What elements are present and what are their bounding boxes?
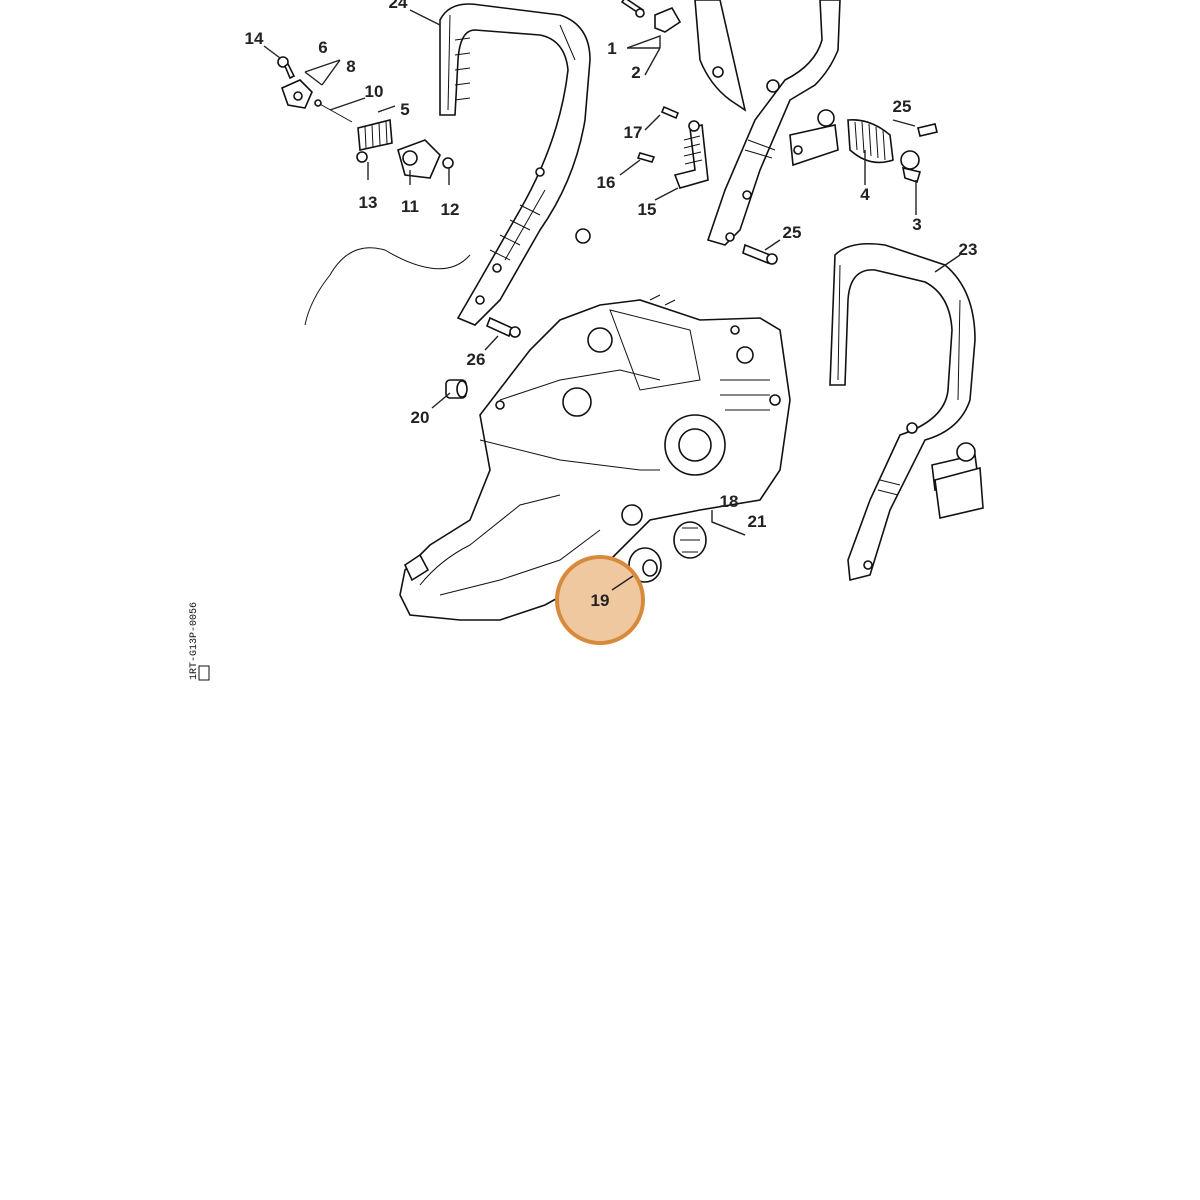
front-handle-24[interactable] <box>439 3 591 326</box>
callout-21: 21 <box>748 512 767 531</box>
spring-5[interactable] <box>357 118 393 151</box>
callout-labels: 24 14 6 8 10 5 13 11 12 1 2 17 16 15 25 … <box>245 0 978 531</box>
callout-20: 20 <box>411 408 430 427</box>
svg-text:1RT-G13P-0056: 1RT-G13P-0056 <box>189 602 200 680</box>
callout-12: 12 <box>441 200 460 219</box>
callout-3: 3 <box>912 215 921 234</box>
callout-25-bottom: 25 <box>783 223 802 242</box>
rear-handle-23[interactable] <box>829 242 984 582</box>
screw-13[interactable] <box>356 151 368 163</box>
callout-10: 10 <box>365 82 384 101</box>
screw-25-top[interactable] <box>917 123 938 137</box>
screw-26[interactable] <box>485 316 521 338</box>
throttle-cable <box>304 247 471 326</box>
av-spring-4[interactable] <box>789 109 894 167</box>
screw-1[interactable] <box>620 0 645 18</box>
callout-25-top: 25 <box>893 97 912 116</box>
crankcase-housing[interactable] <box>399 294 791 621</box>
callout-1: 1 <box>607 39 616 58</box>
callout-18: 18 <box>720 492 739 511</box>
screw-25-bottom[interactable] <box>742 243 778 265</box>
callout-16: 16 <box>597 173 616 192</box>
washer-12[interactable] <box>442 157 454 169</box>
callout-23: 23 <box>959 240 978 259</box>
buffer-20[interactable] <box>445 379 468 399</box>
callout-19: 19 <box>591 591 610 610</box>
callout-26: 26 <box>467 350 486 369</box>
rear-handle-top[interactable] <box>694 0 841 246</box>
screw-17[interactable] <box>660 105 680 120</box>
av-buffer-3[interactable] <box>900 150 922 184</box>
nut-2[interactable] <box>654 6 682 33</box>
callout-17: 17 <box>624 123 643 142</box>
callout-15: 15 <box>638 200 657 219</box>
bracket-11[interactable] <box>397 139 441 179</box>
callout-8: 8 <box>346 57 355 76</box>
callout-6: 6 <box>318 38 327 57</box>
pin-10[interactable] <box>314 99 353 123</box>
highlight-marker-19[interactable]: 19 <box>555 555 645 645</box>
spring-15[interactable] <box>673 120 709 189</box>
clamp-6-8[interactable] <box>280 79 313 109</box>
callout-4: 4 <box>860 185 870 204</box>
callout-13: 13 <box>359 193 378 212</box>
document-code: 1RT-G13P-0056 <box>189 602 210 681</box>
callout-14: 14 <box>245 29 264 48</box>
callout-24: 24 <box>389 0 408 12</box>
screw-14[interactable] <box>277 56 296 80</box>
callout-2: 2 <box>631 63 640 82</box>
cap-18[interactable] <box>673 521 707 559</box>
screw-16[interactable] <box>636 152 656 163</box>
cap-19[interactable] <box>628 547 662 583</box>
leader-lines <box>263 9 961 536</box>
callout-11: 11 <box>401 197 419 216</box>
callout-5: 5 <box>400 100 409 119</box>
